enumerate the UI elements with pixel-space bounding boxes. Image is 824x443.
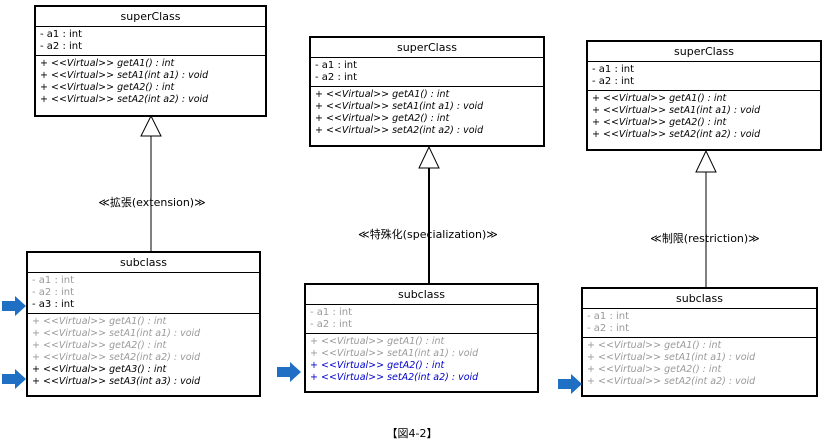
operation: + <<Virtual>> getA1() : int (315, 89, 450, 100)
class-name: subclass (28, 253, 259, 273)
attribute: - a2 : int (32, 287, 75, 298)
attribute: - a1 : int (587, 311, 630, 322)
class-name: subclass (583, 289, 816, 309)
subclass-box-3: subclass - a1 : int - a2 : int + <<Virtu… (581, 287, 818, 397)
generalization-arrowhead-2 (418, 145, 440, 169)
operation-overridden: + <<Virtual>> setA2(int a2) : void (310, 372, 479, 383)
attribute: - a1 : int (315, 60, 358, 71)
attribute-compartment: - a1 : int - a2 : int (588, 62, 820, 91)
relation-label-restriction: ≪制限(restriction)≫ (650, 232, 760, 245)
operation-added: + <<Virtual>> setA3(int a3) : void (32, 376, 201, 387)
subclass-box-2: subclass - a1 : int - a2 : int + <<Virtu… (304, 283, 539, 393)
attribute-compartment: - a1 : int - a2 : int - a3 : int (28, 273, 259, 314)
operation: + <<Virtual>> getA1() : int (40, 58, 175, 69)
operation-compartment: + <<Virtual>> getA1() : int + <<Virtual>… (28, 314, 259, 390)
attribute: - a1 : int (40, 29, 83, 40)
class-name: superClass (588, 42, 820, 62)
superclass-box-1: superClass - a1 : int - a2 : int + <<Vir… (34, 5, 267, 117)
operation: + <<Virtual>> getA1() : int (32, 316, 167, 327)
pointer-arrow-icon (277, 362, 301, 382)
operation: + <<Virtual>> setA1(int a1) : void (592, 105, 761, 116)
operation-compartment: + <<Virtual>> getA1() : int + <<Virtual>… (36, 56, 265, 108)
operation: + <<Virtual>> getA2() : int (40, 82, 175, 93)
relation-label-specialization: ≪特殊化(specialization)≫ (358, 228, 498, 241)
generalization-arrowhead-1 (140, 114, 162, 137)
superclass-box-2: superClass - a1 : int - a2 : int + <<Vir… (309, 36, 545, 147)
relation-label-extension: ≪拡張(extension)≫ (98, 196, 206, 209)
attribute: - a2 : int (310, 319, 353, 330)
attribute: - a2 : int (587, 323, 630, 334)
pointer-arrow-icon (558, 374, 582, 394)
attribute: - a1 : int (592, 64, 635, 75)
operation: + <<Virtual>> setA1(int a1) : void (587, 352, 756, 363)
attribute-compartment: - a1 : int - a2 : int (583, 309, 816, 338)
superclass-box-3: superClass - a1 : int - a2 : int + <<Vir… (586, 40, 822, 151)
subclass-box-1: subclass - a1 : int - a2 : int - a3 : in… (26, 251, 261, 397)
attribute: - a2 : int (592, 76, 635, 87)
operation-compartment: + <<Virtual>> getA1() : int + <<Virtual>… (588, 91, 820, 143)
attribute-compartment: - a1 : int - a2 : int (306, 305, 537, 334)
operation: + <<Virtual>> getA2() : int (592, 117, 727, 128)
operation: + <<Virtual>> getA2() : int (587, 364, 722, 375)
operation: + <<Virtual>> getA1() : int (592, 93, 727, 104)
attribute-compartment: - a1 : int - a2 : int (311, 58, 543, 87)
attribute: - a1 : int (32, 275, 75, 286)
operation: + <<Virtual>> setA2(int a2) : void (587, 376, 756, 387)
operation: + <<Virtual>> getA1() : int (310, 336, 445, 347)
operation: + <<Virtual>> setA1(int a1) : void (40, 70, 209, 81)
operation-compartment: + <<Virtual>> getA1() : int + <<Virtual>… (306, 334, 537, 386)
attribute-compartment: - a1 : int - a2 : int (36, 27, 265, 56)
class-name: superClass (36, 7, 265, 27)
attribute-added: - a3 : int (32, 299, 75, 310)
attribute: - a2 : int (315, 72, 358, 83)
operation: + <<Virtual>> getA1() : int (587, 340, 722, 351)
operation: + <<Virtual>> setA2(int a2) : void (40, 94, 209, 105)
operation: + <<Virtual>> setA2(int a2) : void (32, 352, 201, 363)
operation: + <<Virtual>> getA2() : int (32, 340, 167, 351)
operation: + <<Virtual>> setA1(int a1) : void (32, 328, 201, 339)
operation-compartment: + <<Virtual>> getA1() : int + <<Virtual>… (583, 338, 816, 390)
operation-added: + <<Virtual>> getA3() : int (32, 364, 167, 375)
operation-compartment: + <<Virtual>> getA1() : int + <<Virtual>… (311, 87, 543, 139)
pointer-arrow-icon (2, 296, 26, 316)
class-name: superClass (311, 38, 543, 58)
pointer-arrow-icon (2, 369, 26, 389)
generalization-arrowhead-3 (695, 149, 717, 173)
operation: + <<Virtual>> setA2(int a2) : void (592, 129, 761, 140)
operation: + <<Virtual>> getA2() : int (315, 113, 450, 124)
operation-overridden: + <<Virtual>> getA2() : int (310, 360, 445, 371)
operation: + <<Virtual>> setA1(int a1) : void (315, 101, 484, 112)
attribute: - a2 : int (40, 41, 83, 52)
operation: + <<Virtual>> setA1(int a1) : void (310, 348, 479, 359)
class-name: subclass (306, 285, 537, 305)
operation: + <<Virtual>> setA2(int a2) : void (315, 125, 484, 136)
attribute: - a1 : int (310, 307, 353, 318)
figure-caption: 【図4-2】 (386, 427, 438, 440)
